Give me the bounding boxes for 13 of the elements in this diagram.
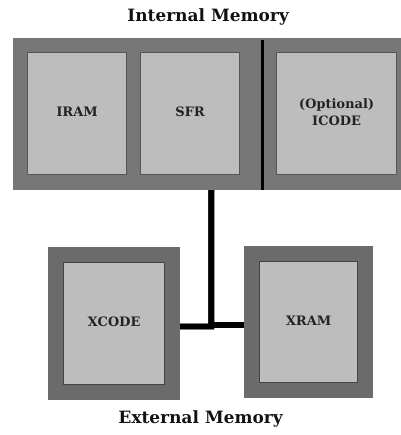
box-label: SFR	[174, 105, 206, 122]
box-label: IRAM	[55, 105, 99, 122]
box-label: XCODE	[86, 315, 142, 332]
section-heading: External Memory	[117, 407, 284, 430]
memory-block	[244, 246, 373, 398]
memory-block	[276, 52, 397, 175]
section-heading: Internal Memory	[126, 5, 290, 28]
box-label: (Optional) ICODE	[298, 97, 376, 130]
bus-line	[208, 190, 244, 328]
memory-block	[48, 247, 180, 400]
box-label: XRAM	[284, 314, 332, 330]
memory-block	[140, 52, 240, 175]
memory-block	[27, 52, 127, 175]
